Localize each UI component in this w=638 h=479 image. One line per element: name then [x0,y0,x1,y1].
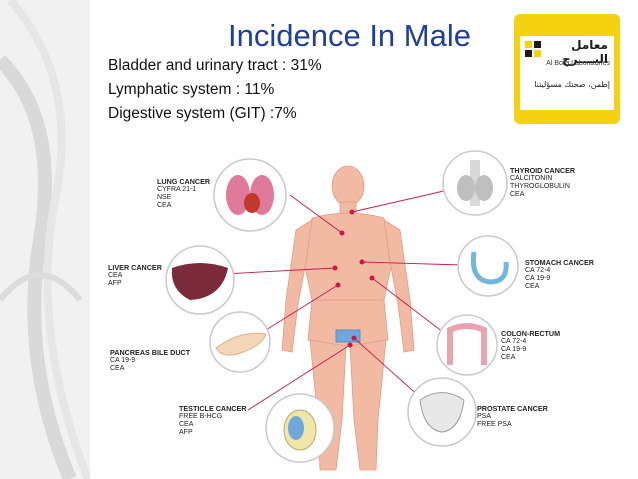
thyroid-marker: CEA [510,191,525,198]
liver-organ [165,245,235,315]
stat-digestive: Digestive system (GIT) :7% [108,105,297,122]
liver-cancer-name: LIVER CANCER [108,263,162,272]
logo-panel: معامل البــــرج Al Borg Laboratories إطم… [520,36,614,110]
lung-marker: NSE [157,194,172,201]
stomach-marker: CEA [525,283,540,290]
prostate-marker: FREE PSA [477,421,512,428]
logo-arabic-name: معامل البــــرج [561,38,608,66]
pancreas-marker: CA 19-9 [110,357,136,364]
al-borg-logo: معامل البــــرج Al Borg Laboratories إطم… [514,14,620,124]
logo-slogan: إطمن، صحتك مسؤليتنا [534,80,610,89]
label-testicle-cancer: TESTICLE CANCER FREE B-HCG CEA AFP [179,405,247,437]
stomach-marker: CA 19-9 [525,275,551,282]
colon-marker: CEA [501,354,516,361]
logo-english-name: Al Borg Laboratories [546,60,610,67]
testicle-cancer-name: TESTICLE CANCER [179,404,247,413]
prostate-organ [407,377,477,447]
stat-bladder: Bladder and urinary tract : 31% [108,57,322,74]
label-stomach-cancer: STOMACH CANCER CA 72-4 CA 19-9 CEA [525,259,594,291]
slide-title: Incidence In Male [228,18,471,53]
stats-list: Bladder and urinary tract : 31% Lymphati… [108,54,322,126]
label-prostate-cancer: PROSTATE CANCER PSA FREE PSA [477,405,548,429]
testicle-organ [265,393,335,463]
label-liver-cancer: LIVER CANCER CEA AFP [108,264,162,288]
testicle-marker: AFP [179,429,193,436]
lung-marker: CYFRA 21-1 [157,186,197,193]
lung-organ [213,158,287,232]
stomach-cancer-name: STOMACH CANCER [525,258,594,267]
lung-cancer-name: LUNG CANCER [157,177,211,186]
decorative-curves [0,0,90,479]
lung-marker: CEA [157,202,172,209]
pancreas-organ [209,311,271,373]
thyroid-cancer-name: THYROID CANCER [510,166,576,175]
stomach-marker: CA 72-4 [525,267,551,274]
testicle-marker: FREE B-HCG [179,413,223,420]
thyroid-marker: THYROGLOBULIN [510,183,570,190]
connector-dots [332,209,375,348]
label-lung-cancer: LUNG CANCER CYFRA 21-1 NSE CEA [157,178,210,210]
liver-marker: CEA [108,272,123,279]
colon-marker: CA 72-4 [501,338,527,345]
liver-marker: AFP [108,280,122,287]
colon-organ [436,314,498,376]
thyroid-organ [442,150,508,216]
colon-marker: CA 19-9 [501,346,527,353]
stat-lymphatic: Lymphatic system : 11% [108,81,275,98]
pancreas-marker: CEA [110,365,125,372]
colon-cancer-name: COLON-RECTUM [501,329,561,338]
label-colon-rectum: COLON-RECTUM CA 72-4 CA 19-9 CEA [501,330,560,362]
prostate-cancer-name: PROSTATE CANCER [477,404,548,413]
logo-mark-icon [525,41,541,57]
prostate-marker: PSA [477,413,492,420]
pancreas-cancer-name: PANCREAS BILE DUCT [110,348,191,357]
stomach-organ [457,235,519,297]
label-thyroid-cancer: THYROID CANCER CALCITONIN THYROGLOBULIN … [510,167,575,199]
male-body-figure [281,165,415,471]
label-pancreas-bile-duct: PANCREAS BILE DUCT CA 19-9 CEA [110,349,190,373]
thyroid-marker: CALCITONIN [510,175,553,182]
testicle-marker: CEA [179,421,194,428]
